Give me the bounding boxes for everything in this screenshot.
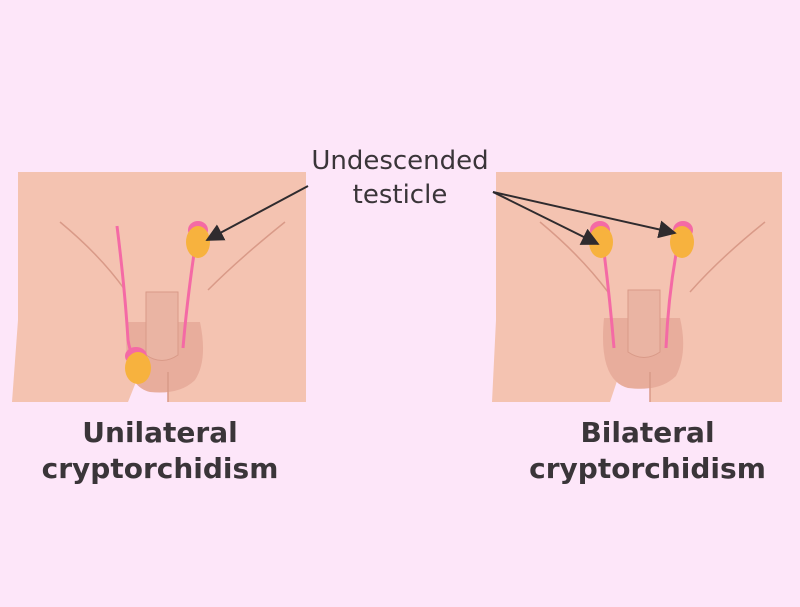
left-descended-testicle — [125, 352, 151, 384]
arrow-to-right-testicle-2 — [492, 191, 677, 239]
arrow-to-right-testicle-1 — [492, 191, 600, 245]
right-undescended-testicle-right — [670, 226, 694, 258]
left-penis — [145, 291, 179, 361]
right-groin-crease-right — [689, 221, 766, 293]
callout-line-1: Undescended — [311, 146, 489, 176]
left-body — [12, 172, 306, 402]
arrow-to-left-testicle — [205, 185, 309, 241]
bilateral-caption: Bilateral cryptorchidism — [505, 415, 790, 487]
bilateral-caption-line-1: Bilateral — [580, 416, 715, 449]
right-vas-left — [602, 251, 616, 349]
undescended-testicle-label: Undescended testicle — [290, 144, 510, 212]
right-groin-crease-left — [539, 221, 609, 293]
unilateral-caption: Unilateral cryptorchidism — [20, 415, 300, 487]
right-body — [492, 172, 782, 402]
right-penis — [627, 289, 661, 358]
right-torso — [492, 172, 782, 402]
left-groin-crease-left — [59, 221, 126, 291]
left-groin-crease-right — [207, 221, 286, 291]
right-vas-right — [664, 253, 678, 349]
unilateral-caption-line-2: cryptorchidism — [41, 452, 279, 485]
left-undescended-testicle — [186, 226, 210, 258]
unilateral-caption-line-1: Unilateral — [82, 416, 238, 449]
bilateral-caption-line-2: cryptorchidism — [529, 452, 766, 485]
callout-line-2: testicle — [352, 180, 448, 210]
left-torso — [12, 172, 306, 402]
